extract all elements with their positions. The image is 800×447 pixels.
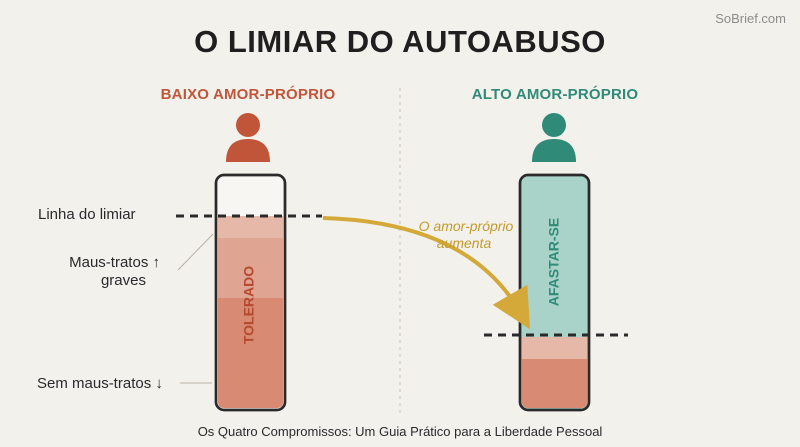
person-icon-left: [226, 113, 270, 162]
right-container: [518, 173, 591, 412]
transition-text-line1: O amor-próprio: [419, 218, 514, 234]
transition-arrow: [322, 216, 531, 330]
no-abuse-text: Sem maus-tratos: [37, 375, 152, 392]
transition-text-line2: aumenta: [437, 235, 492, 251]
severe-abuse-label: Maus-tratos ↑ graves: [58, 254, 160, 290]
right-column-heading: ALTO AMOR-PRÓPRIO: [471, 86, 639, 103]
no-abuse-label: Sem maus-tratos ↓: [37, 375, 163, 393]
left-column-heading: BAIXO AMOR-PRÓPRIO: [160, 86, 336, 103]
severe-abuse-leader: [177, 233, 214, 271]
left-container: [214, 173, 287, 412]
down-arrow-icon: ↓: [155, 375, 163, 392]
page-title: O LIMIAR DO AUTOABUSO: [194, 24, 606, 59]
threshold-line-label: Linha do limiar: [38, 206, 136, 224]
right-bar-label: AFASTAR-SE: [546, 218, 562, 306]
threshold-line-text: Linha do limiar: [38, 206, 136, 223]
severe-abuse-text-line2: graves: [100, 272, 146, 289]
severe-abuse-text-line1: Maus-tratos: [69, 254, 149, 271]
footer-book-title: Os Quatro Compromissos: Um Guia Prático …: [197, 424, 603, 439]
brand-watermark: SoBrief.com: [715, 11, 786, 26]
up-arrow-icon: ↑: [152, 254, 161, 271]
left-bar-label: TOLERADO: [241, 266, 257, 344]
person-icon-right: [532, 113, 576, 162]
